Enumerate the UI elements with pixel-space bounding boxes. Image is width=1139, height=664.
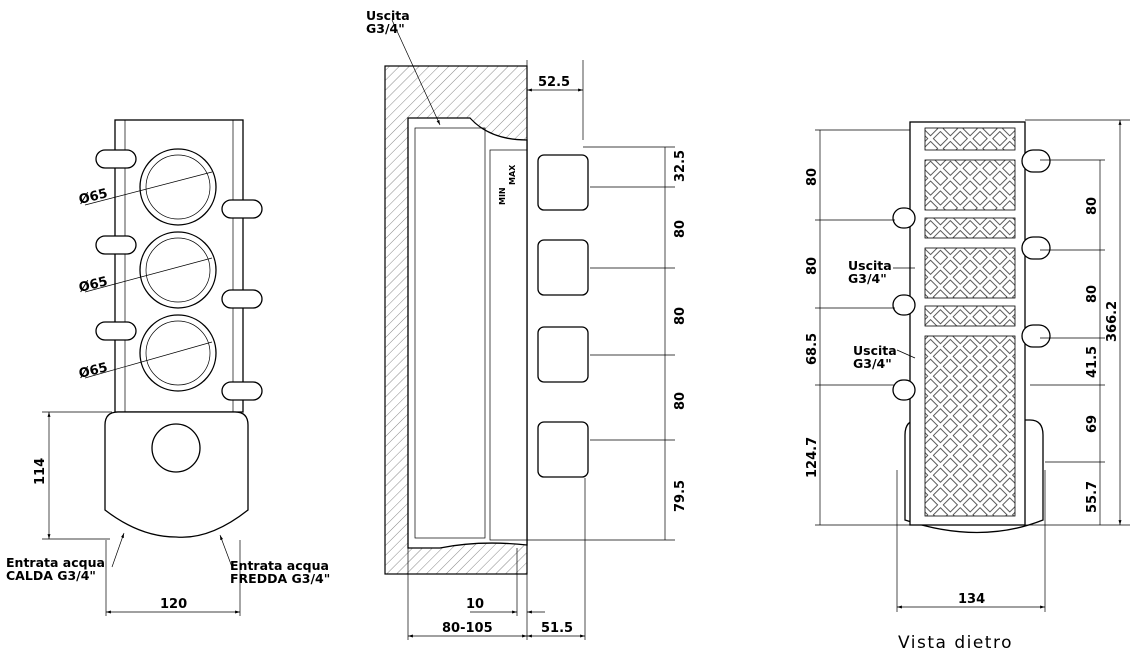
dim-79-5: 79.5 bbox=[673, 480, 688, 512]
dim-80: 80 bbox=[805, 168, 820, 186]
back-view-title: Vista dietro bbox=[898, 633, 1013, 653]
dim-52-5: 52.5 bbox=[538, 75, 570, 90]
dim-80: 80 bbox=[1085, 285, 1100, 303]
dim-80: 80 bbox=[673, 220, 688, 238]
dim-69: 69 bbox=[1085, 415, 1100, 433]
ear-tabs bbox=[95, 149, 263, 401]
inlet-hot-label-2: CALDA G3/4" bbox=[6, 568, 96, 583]
inlet-hot-label-1: Entrata acqua bbox=[6, 555, 105, 570]
dim-80: 80 bbox=[805, 257, 820, 275]
front-view: Ø65 Ø65 Ø65 114 120 Entrata acqua CALDA … bbox=[6, 119, 330, 616]
outlet-1-label-1: Uscita bbox=[848, 258, 892, 273]
outlet-2-label-1: Uscita bbox=[853, 343, 897, 358]
max-mark: MAX bbox=[508, 164, 517, 185]
cover-plate bbox=[104, 411, 249, 538]
outlet-label-2: G3/4" bbox=[366, 21, 405, 36]
diameter-label: Ø65 bbox=[77, 360, 109, 382]
dim-114: 114 bbox=[33, 458, 48, 485]
mount-tabs bbox=[892, 149, 1051, 401]
outlet-2-label-2: G3/4" bbox=[853, 356, 892, 371]
dim-80: 80 bbox=[673, 307, 688, 325]
dim-68-5: 68.5 bbox=[805, 333, 820, 365]
min-mark: MIN bbox=[498, 187, 507, 205]
dim-51-5: 51.5 bbox=[541, 621, 573, 636]
dim-124-7: 124.7 bbox=[805, 437, 820, 478]
dim-80-105: 80-105 bbox=[442, 621, 493, 636]
valve-port-1 bbox=[139, 148, 217, 226]
dim-32-5: 32.5 bbox=[673, 150, 688, 182]
diameter-label: Ø65 bbox=[77, 274, 109, 296]
knobs bbox=[537, 154, 589, 478]
back-view: 80 80 68.5 124.7 80 80 41.5 69 55.7 366.… bbox=[805, 119, 1130, 653]
outlet-1-label-2: G3/4" bbox=[848, 271, 887, 286]
side-view: MAX MIN Uscita G3/4" 52.5 32.5 80 80 80 … bbox=[366, 8, 688, 640]
dim-134: 134 bbox=[958, 592, 985, 607]
dim-10: 10 bbox=[466, 597, 484, 612]
valve-port-3 bbox=[139, 314, 217, 392]
dim-80: 80 bbox=[673, 392, 688, 410]
inlet-cold-label-1: Entrata acqua bbox=[230, 558, 329, 573]
dim-120: 120 bbox=[160, 597, 187, 612]
valve-port-2 bbox=[139, 231, 217, 309]
valve-body-section bbox=[407, 117, 528, 549]
cover-hole bbox=[151, 423, 201, 473]
dim-80: 80 bbox=[1085, 197, 1100, 215]
dim-41-5: 41.5 bbox=[1085, 346, 1100, 378]
outlet-label-1: Uscita bbox=[366, 8, 410, 23]
dim-55-7: 55.7 bbox=[1085, 481, 1100, 513]
dim-366-2: 366.2 bbox=[1105, 301, 1120, 342]
diameter-label: Ø65 bbox=[77, 186, 109, 208]
inlet-cold-label-2: FREDDA G3/4" bbox=[230, 571, 330, 586]
